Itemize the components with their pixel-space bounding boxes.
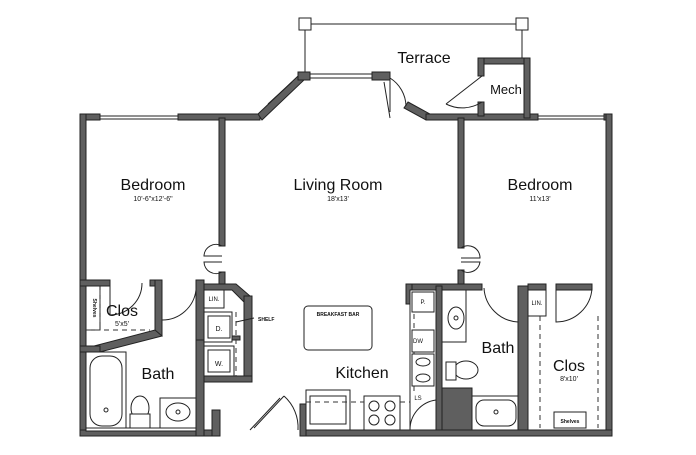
shelf-label: SHELF — [258, 317, 274, 323]
mech-label: Mech — [490, 82, 522, 97]
interior-walls — [79, 117, 593, 437]
right-bath-fixtures — [441, 289, 519, 431]
kitchen-label: Kitchen — [335, 365, 388, 382]
shelves-left-label: Shelves — [91, 299, 97, 318]
mech-door — [445, 75, 483, 109]
bedroom-left-dims: 10'-6"x12'-6" — [133, 196, 173, 203]
breakfast-bar-label: BREAKFAST BAR — [317, 312, 360, 318]
terrace-label: Terrace — [397, 50, 450, 67]
lazy-susan-label: LS — [414, 396, 421, 402]
living-room-label: Living Room — [294, 177, 383, 194]
lin-left-label: LIN. — [208, 297, 219, 303]
left-closet — [85, 285, 150, 331]
interior-doors — [109, 243, 593, 431]
bedroom-right-dims: 11'x13' — [529, 196, 550, 203]
washer-label: W. — [215, 361, 223, 368]
terrace-door — [383, 77, 407, 119]
kitchen-fixtures — [303, 289, 437, 431]
bedroom-right-label: Bedroom — [508, 177, 573, 194]
lin-right-label: LIN. — [531, 301, 542, 307]
right-closet — [527, 289, 599, 429]
closet-left-label: Clos — [106, 303, 138, 320]
bath-right-label: Bath — [482, 340, 515, 357]
bath-left-label: Bath — [142, 366, 175, 383]
dishwasher-label: DW — [413, 339, 423, 345]
exterior-walls — [79, 57, 613, 437]
shelves-right-label: Shelves — [561, 419, 580, 425]
closet-left-dims: 5'x5' — [115, 321, 129, 328]
closet-right-dims: 8'x10' — [560, 376, 578, 383]
terrace-railing — [298, 17, 529, 76]
living-room-dims: 18'x13' — [327, 196, 349, 203]
dryer-label: D. — [216, 326, 223, 333]
pantry-label: P. — [421, 300, 426, 306]
bedroom-left-label: Bedroom — [121, 177, 186, 194]
left-bath-fixtures — [85, 289, 255, 432]
closet-right-label: Clos — [553, 358, 585, 375]
